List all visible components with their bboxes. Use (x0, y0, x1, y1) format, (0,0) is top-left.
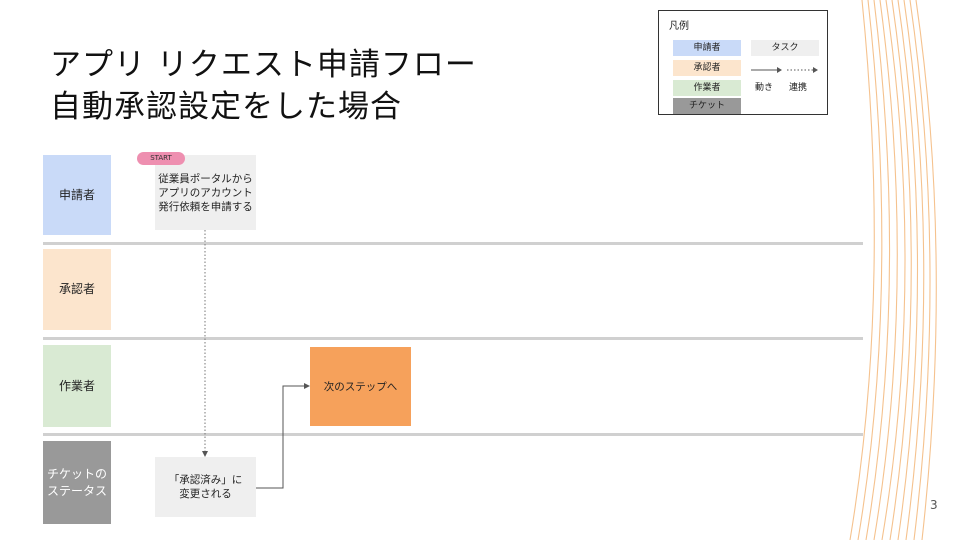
dotted-link-arrowhead (202, 451, 208, 457)
page-number: 3 (930, 498, 938, 512)
task-status-approved-text: 「承認済み」に 変更される (168, 474, 243, 500)
arrow-ticket-to-next-head (304, 383, 310, 389)
legend-link-label: 連携 (789, 83, 808, 93)
lane-applicant-label: 申請者 (58, 187, 95, 202)
legend: 凡例 申請者 承認者 作業者 チケット タスク 動き 連携 (658, 10, 828, 115)
legend-move-label: 動き (755, 83, 774, 93)
task-next-step-text: 次のステップへ (323, 380, 398, 393)
lane-divider (43, 242, 863, 245)
lane-approver: 承認者 (43, 249, 111, 330)
arrow-ticket-to-next (256, 385, 304, 489)
legend-link-arrowhead (813, 67, 818, 73)
lane-ticket-status: チケットの ステータス (43, 441, 111, 524)
lane-applicant: 申請者 (43, 155, 111, 235)
legend-worker: 作業者 (673, 80, 741, 96)
legend-arrows (751, 67, 818, 73)
legend-approver: 承認者 (673, 60, 741, 76)
title-line-1: アプリ リクエスト申請フロー (50, 47, 477, 83)
legend-move-arrowhead (777, 67, 782, 73)
title-line-2: 自動承認設定をした場合 (50, 89, 402, 125)
legend-ticket: チケット (673, 98, 741, 114)
lane-approver-label: 承認者 (58, 282, 95, 296)
task-next-step: 次のステップへ (310, 347, 411, 426)
lane-ticket-label: チケットの ステータス (46, 466, 107, 498)
lane-divider (43, 337, 863, 340)
orange-curve-lines (849, 0, 937, 540)
lane-worker-label: 作業者 (58, 378, 95, 393)
task-submit-request: 従業員ポータルから アプリのアカウント 発行依頼を申請する (155, 155, 256, 230)
legend-applicant: 申請者 (673, 40, 741, 56)
lane-worker: 作業者 (43, 345, 111, 427)
page-title: アプリ リクエスト申請フロー 自動承認設定をした場合 (50, 44, 477, 128)
task-submit-request-text: 従業員ポータルから アプリのアカウント 発行依頼を申請する (158, 172, 253, 213)
legend-title: 凡例 (669, 21, 689, 32)
start-badge: START (137, 152, 185, 165)
task-status-approved: 「承認済み」に 変更される (155, 457, 256, 517)
legend-task: タスク (751, 40, 819, 56)
lane-divider (43, 433, 863, 436)
